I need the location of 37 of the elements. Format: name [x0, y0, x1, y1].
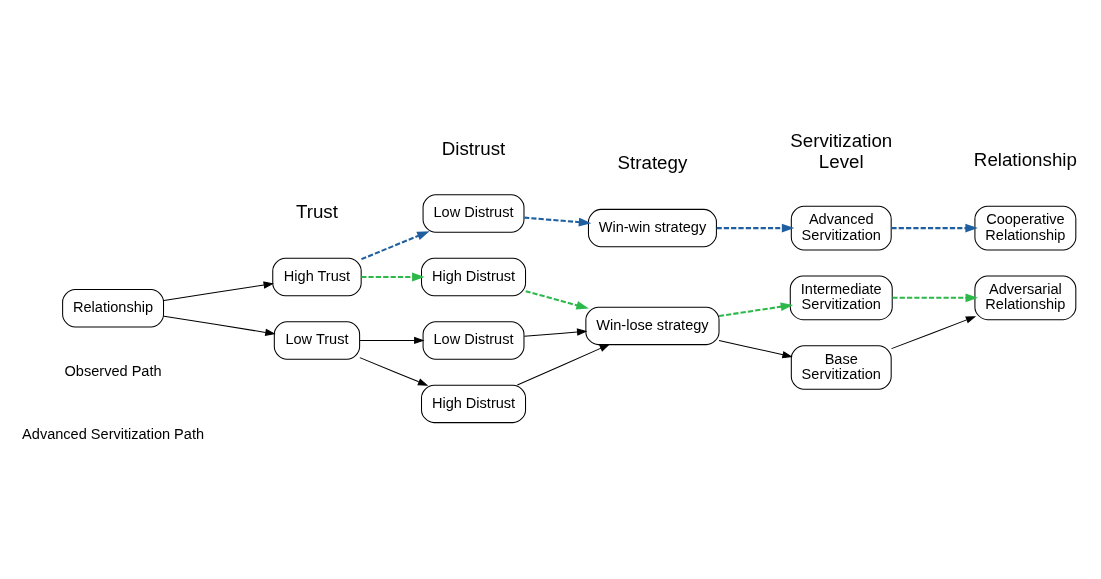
arrow: [716, 223, 795, 232]
legend-label: Advanced Servitization Path: [22, 425, 205, 442]
node-box: Relationship: [62, 288, 165, 327]
node-box: Win-win strategy: [587, 208, 717, 247]
node-box: Intermediate Servitization: [789, 274, 893, 320]
legend-label: Observed Path: [64, 362, 162, 379]
label: Servitization Level: [790, 129, 893, 172]
arrow: [361, 272, 425, 281]
arrow: [525, 289, 589, 309]
arrow: [516, 343, 611, 386]
node-box: High Distrust: [421, 384, 527, 423]
arrow: [891, 223, 978, 232]
arrow: [892, 292, 979, 302]
node-box: Adversarial Relationship: [974, 274, 1077, 320]
label: Strategy: [617, 151, 688, 173]
node-box: Win-lose strategy: [585, 306, 720, 345]
arrow: [163, 280, 274, 301]
arrow: [891, 315, 977, 349]
arrow: [718, 301, 794, 317]
arrow: [523, 327, 588, 337]
arrow: [163, 315, 276, 336]
node-box: Advanced Servitization: [790, 205, 892, 250]
arrow: [359, 356, 429, 386]
node-box: Low Distrust: [422, 193, 525, 233]
node-box: Low Distrust: [422, 320, 525, 360]
arrow: [718, 339, 793, 358]
arrow: [359, 336, 425, 344]
node-box: High Distrust: [421, 257, 527, 296]
label: Distrust: [441, 137, 506, 159]
arrow: [524, 216, 592, 226]
arrow: [361, 230, 430, 260]
node-box: Base Servitization: [790, 344, 892, 390]
node-box: Low Trust: [273, 320, 361, 360]
label: Relationship: [973, 148, 1077, 170]
node-box: High Trust: [272, 257, 362, 296]
node-box: Cooperative Relationship: [974, 205, 1077, 250]
label: Trust: [295, 200, 338, 222]
